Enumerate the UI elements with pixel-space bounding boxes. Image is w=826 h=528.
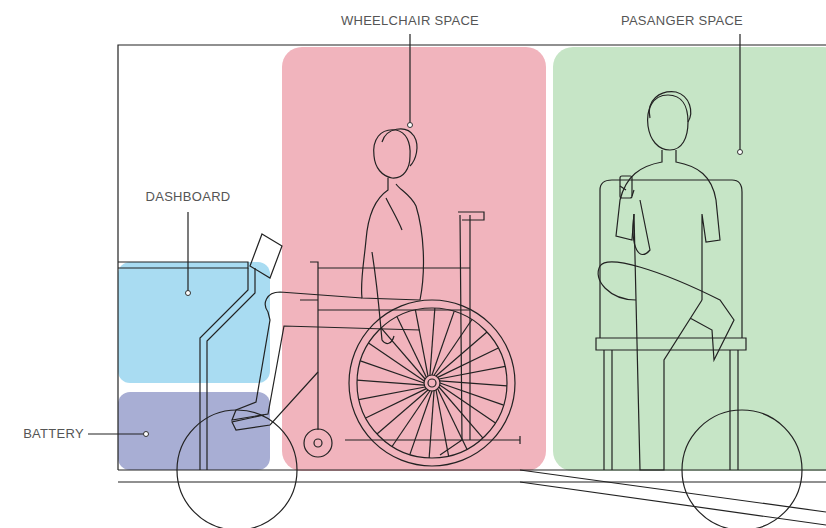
part-label: PASANGER SPACE xyxy=(621,13,743,29)
user-legs xyxy=(232,292,420,420)
front-wheel xyxy=(177,410,297,528)
spoke xyxy=(440,383,504,405)
user-hair xyxy=(382,129,417,166)
spoke xyxy=(360,361,424,383)
rear-wheel xyxy=(682,410,802,528)
vehicle-outline xyxy=(118,45,826,470)
spoke xyxy=(432,311,454,375)
footrest xyxy=(232,372,318,430)
spoke xyxy=(415,310,428,376)
user-arm xyxy=(372,198,402,343)
dashboard-top xyxy=(118,262,248,268)
leader-line xyxy=(187,212,188,291)
passenger-legs xyxy=(598,262,734,470)
passenger-head xyxy=(648,95,688,150)
leader-dot xyxy=(738,150,743,155)
passenger-hair xyxy=(649,92,690,122)
spoke xyxy=(410,391,432,455)
wheelchair-frame xyxy=(300,212,520,455)
passenger-arm xyxy=(620,186,650,255)
wheelchair-rim xyxy=(357,308,507,458)
spoke xyxy=(440,381,507,386)
ramp-line xyxy=(520,482,826,525)
wheelchair-region xyxy=(282,47,546,471)
floor-line xyxy=(118,469,826,470)
part-label: DASHBOARD xyxy=(145,189,230,205)
part-label: BATTERY xyxy=(23,426,84,442)
leader-dot xyxy=(408,123,413,128)
caster-wheel xyxy=(304,429,332,457)
part-label: WHEELCHAIR SPACE xyxy=(341,13,479,29)
user-head xyxy=(374,130,410,178)
spoke xyxy=(381,328,425,379)
spoke xyxy=(392,391,430,447)
spoke xyxy=(357,380,424,385)
passenger-region xyxy=(553,47,826,471)
user-torso xyxy=(361,178,423,300)
dashboard-column xyxy=(200,268,255,470)
ramp-line xyxy=(520,470,826,512)
wheelchair-spokes xyxy=(357,308,507,458)
spoke xyxy=(439,366,505,379)
user-device xyxy=(250,234,282,278)
phone xyxy=(620,176,632,198)
leader-line xyxy=(88,433,144,434)
spoke xyxy=(436,390,449,456)
spoke xyxy=(359,387,425,400)
spoke xyxy=(429,391,434,458)
floor-line xyxy=(118,481,826,482)
dashboard-region xyxy=(118,262,270,383)
leader-line xyxy=(739,34,740,150)
passenger-torso xyxy=(616,150,720,300)
spoke xyxy=(430,308,435,375)
leader-line xyxy=(409,34,410,123)
spoke xyxy=(439,387,483,438)
caster-hub xyxy=(314,439,322,447)
wheelchair-hub xyxy=(428,379,436,387)
leader-dot xyxy=(144,432,149,437)
spoke xyxy=(440,385,496,423)
battery-region xyxy=(118,392,270,470)
spoke xyxy=(369,343,425,381)
wheelchair-hub xyxy=(424,375,440,391)
spoke xyxy=(434,320,472,376)
leader-dot xyxy=(186,291,191,296)
passenger-chair xyxy=(596,180,746,470)
wheelchair-wheel xyxy=(349,300,515,466)
spoke xyxy=(377,390,428,434)
